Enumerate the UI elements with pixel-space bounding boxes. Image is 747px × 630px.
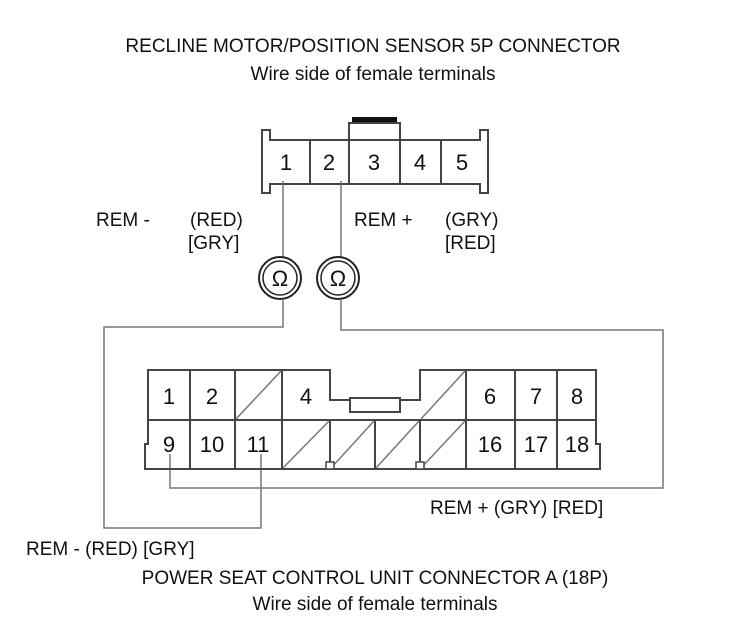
bottom-connector: 1 2 4 6 7 8 9 10 11 16 17 18 (144, 369, 601, 470)
svg-text:Ω: Ω (272, 266, 288, 291)
bottom-connector-subtitle: Wire side of female terminals (253, 594, 498, 615)
bottom-pin-1: 1 (163, 384, 175, 409)
wire-rem-plus (169, 299, 664, 489)
top-pin-3: 3 (368, 150, 380, 175)
bottom-pin-8: 8 (571, 384, 583, 409)
ohm-meter-right-icon: Ω (316, 256, 360, 300)
rem-minus-bottom-label: REM - (RED) [GRY] (26, 539, 195, 560)
rem-minus-label: REM - (96, 210, 150, 231)
rem-plus-label: REM + (354, 210, 413, 231)
bottom-connector-title: POWER SEAT CONTROL UNIT CONNECTOR A (18P… (142, 568, 609, 589)
top-pin-5: 5 (456, 150, 468, 175)
bottom-pin-16: 16 (478, 432, 502, 457)
bottom-pin-18: 18 (565, 432, 589, 457)
bottom-pin-9: 9 (163, 432, 175, 457)
rem-minus-color1: (RED) (190, 210, 243, 231)
svg-text:Ω: Ω (330, 266, 346, 291)
wire-rem-minus (103, 299, 284, 529)
top-connector-title: RECLINE MOTOR/POSITION SENSOR 5P CONNECT… (125, 36, 620, 57)
bottom-pin-6: 6 (484, 384, 496, 409)
rem-plus-bottom-label: REM + (GRY) [RED] (430, 498, 603, 519)
top-pin-4: 4 (414, 150, 426, 175)
rem-minus-color2: [GRY] (188, 233, 239, 254)
bottom-pin-10: 10 (200, 432, 224, 457)
rem-plus-color1: (GRY) (445, 210, 498, 231)
bottom-pin-4: 4 (300, 384, 312, 409)
bottom-pin-11: 11 (247, 432, 270, 457)
bottom-pin-7: 7 (530, 384, 542, 409)
top-connector: 1 2 3 4 5 (261, 117, 489, 194)
bottom-pin-17: 17 (524, 432, 548, 457)
top-pin-1: 1 (280, 150, 292, 175)
top-pin-2: 2 (323, 150, 335, 175)
rem-plus-color2: [RED] (445, 233, 496, 254)
bottom-pin-2: 2 (206, 384, 218, 409)
top-connector-subtitle: Wire side of female terminals (251, 64, 496, 85)
ohm-meter-left-icon: Ω (258, 256, 302, 300)
